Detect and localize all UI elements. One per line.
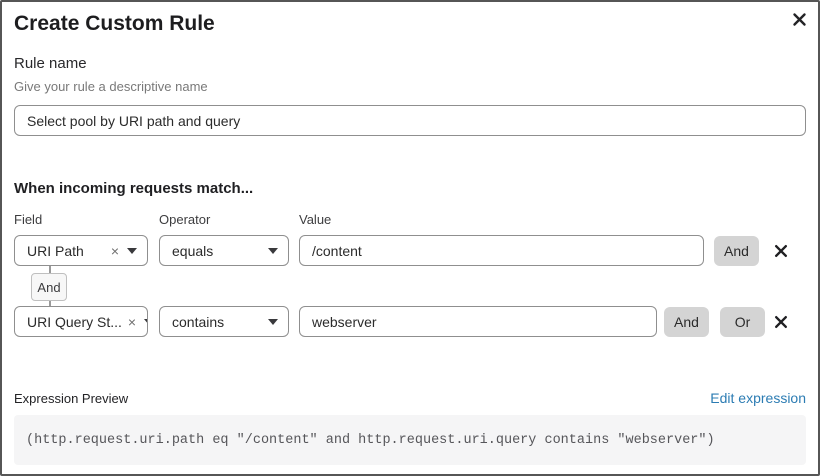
condition-row: URI Path × equals And (14, 235, 806, 266)
rule-name-label: Rule name (14, 55, 87, 72)
field-column-label: Field (14, 212, 43, 227)
add-or-condition-button[interactable]: Or (720, 306, 765, 337)
value-input[interactable] (299, 306, 657, 337)
delete-row-button[interactable] (773, 243, 789, 259)
add-and-condition-button[interactable]: And (714, 235, 759, 266)
field-select[interactable]: URI Path × (14, 235, 148, 266)
page-title: Create Custom Rule (14, 12, 215, 35)
operator-select-value: equals (172, 242, 214, 259)
operator-select-value: contains (172, 313, 225, 330)
expression-preview-label: Expression Preview (14, 391, 129, 406)
chevron-down-icon (127, 247, 137, 254)
connector-label: And (37, 279, 61, 295)
field-select[interactable]: URI Query St... × (14, 306, 148, 337)
operator-select[interactable]: equals (159, 235, 289, 266)
edit-expression-link[interactable]: Edit expression (710, 390, 806, 406)
field-select-value: URI Path (27, 242, 84, 259)
expression-code-block: (http.request.uri.path eq "/content" and… (14, 415, 806, 465)
connector-and-toggle[interactable]: And (31, 266, 67, 306)
expression-code: (http.request.uri.path eq "/content" and… (26, 432, 715, 448)
delete-icon (775, 315, 787, 328)
value-column-label: Value (299, 212, 332, 227)
chevron-down-icon (144, 318, 147, 325)
delete-row-button[interactable] (773, 314, 789, 330)
delete-icon (775, 244, 787, 257)
condition-column-labels: Field Operator Value (14, 212, 806, 227)
operator-select[interactable]: contains (159, 306, 289, 337)
chevron-down-icon (268, 247, 278, 254)
condition-row: URI Query St... × contains And Or (14, 306, 806, 337)
value-input[interactable] (299, 235, 704, 266)
clear-selection-icon[interactable]: × (110, 242, 119, 259)
rule-name-hint: Give your rule a descriptive name (14, 79, 208, 94)
field-select-value: URI Query St... (27, 313, 122, 330)
clear-selection-icon[interactable]: × (127, 313, 137, 330)
chevron-down-icon (268, 318, 278, 325)
close-icon (792, 12, 806, 26)
match-heading: When incoming requests match... (14, 180, 254, 197)
expression-preview-header: Expression Preview Edit expression (14, 390, 806, 407)
rule-name-input[interactable] (14, 105, 806, 136)
close-button[interactable] (789, 9, 809, 29)
operator-column-label: Operator (159, 212, 211, 227)
add-and-condition-button[interactable]: And (664, 306, 709, 337)
